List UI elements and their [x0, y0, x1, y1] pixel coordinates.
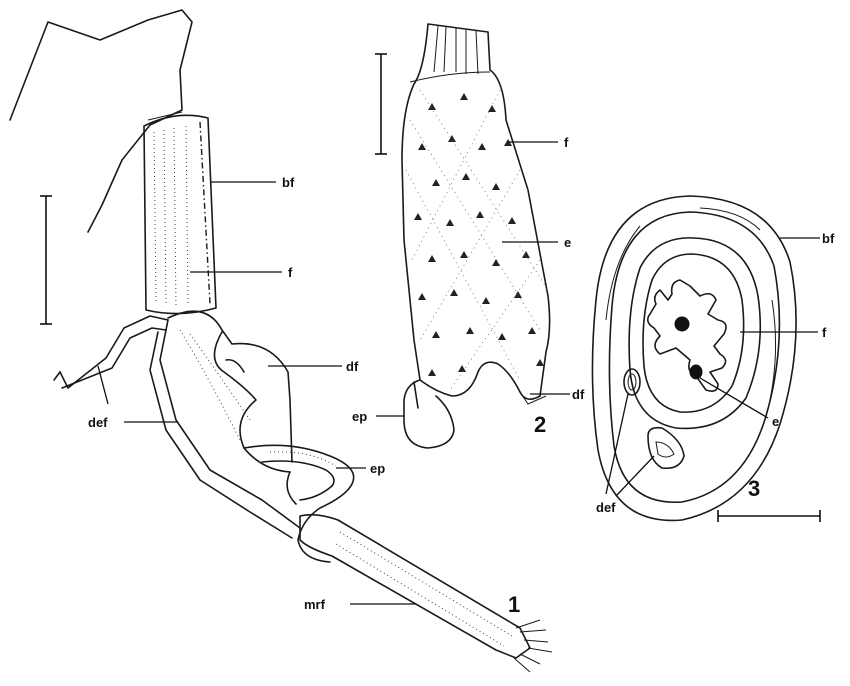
- fig3-label-bf: bf: [822, 231, 835, 246]
- distal-fascicle: [168, 311, 292, 472]
- fig3-label-e: e: [772, 414, 779, 429]
- figure-2-drawing: [402, 24, 550, 448]
- epithelium-stipple: [414, 93, 544, 376]
- fig1-label-f: f: [288, 265, 293, 280]
- fig1-label-df: df: [346, 359, 359, 374]
- fig1-label-bf: bf: [282, 175, 295, 190]
- fig1-label-def: def: [88, 415, 108, 430]
- figure-number-2: 2: [534, 412, 546, 437]
- scale-bar-fig1: [40, 196, 52, 324]
- fig3-label-f: f: [822, 325, 827, 340]
- bundle-fascicle: [144, 115, 216, 313]
- fig1-label-mrf: mrf: [304, 597, 326, 612]
- fig2-label-f: f: [564, 135, 569, 150]
- figure-number-1: 1: [508, 592, 520, 617]
- fig1-label-ep: ep: [370, 461, 385, 476]
- figure-number-3: 3: [748, 476, 760, 501]
- fig2-label-ep: ep: [352, 409, 367, 424]
- scale-bar-fig2: [375, 54, 387, 154]
- figure-1-drawing: [10, 10, 552, 672]
- fig2-label-df: df: [572, 387, 585, 402]
- fig3-label-def: def: [596, 500, 616, 515]
- figure-3-cross-section: [592, 196, 796, 520]
- fig2-label-e: e: [564, 235, 571, 250]
- scale-bar-fig3: [718, 510, 820, 522]
